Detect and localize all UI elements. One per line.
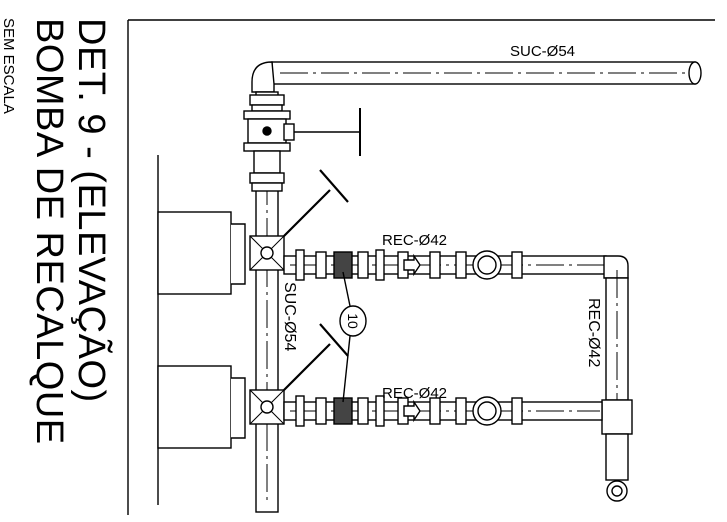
label-suction-riser: SUC-Ø54 — [281, 282, 298, 351]
callout-10: 10 — [339, 271, 367, 403]
pump-upper — [157, 169, 349, 295]
label-discharge-riser: REC-Ø42 — [585, 298, 602, 367]
discharge-line-lower — [283, 395, 603, 427]
label-discharge-lower: REC-Ø42 — [382, 385, 447, 402]
label-suction-header: SUC-Ø54 — [510, 43, 575, 60]
suction-header — [251, 61, 702, 93]
riser-valve-stack — [243, 94, 361, 192]
label-discharge-upper: REC-Ø42 — [382, 232, 447, 249]
pump-lower — [157, 323, 349, 449]
discharge-line-upper — [283, 249, 629, 281]
discharge-riser — [601, 270, 633, 502]
callout-number: 10 — [345, 313, 361, 329]
